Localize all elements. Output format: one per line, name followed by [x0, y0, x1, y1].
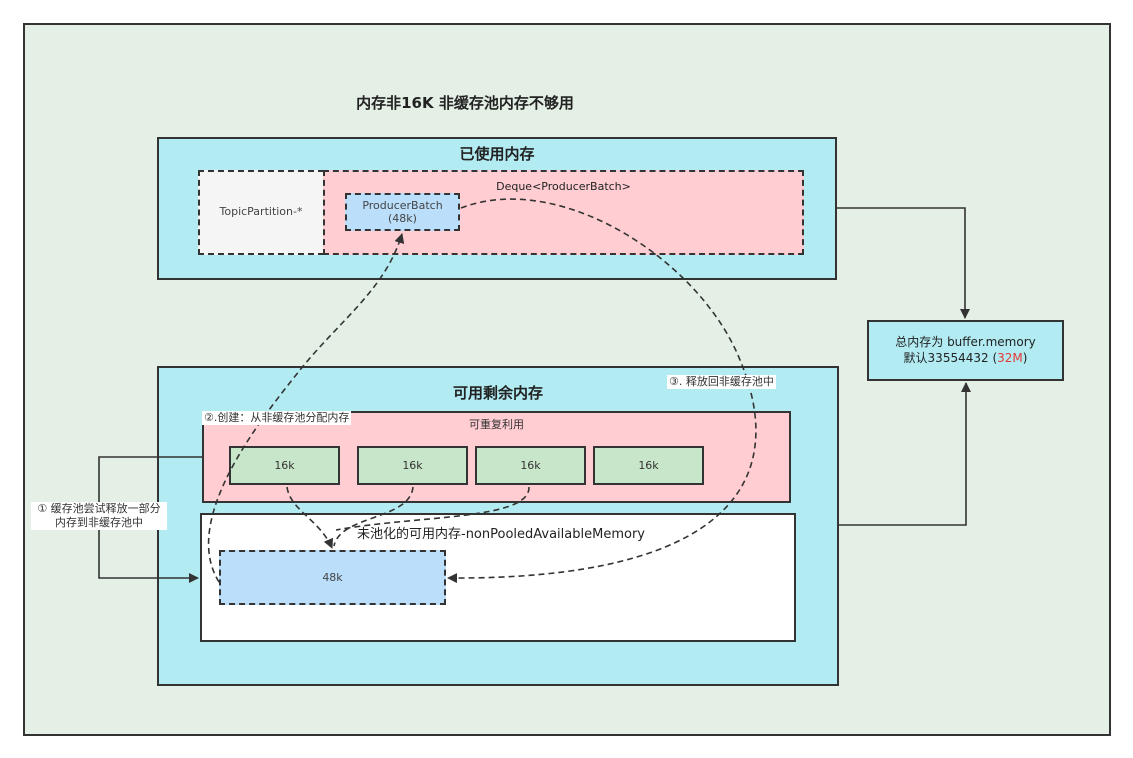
step2-allocate-arrow [207, 233, 405, 583]
topic-partition-label: TopicPartition-* [219, 205, 303, 218]
step1-line1: ① 缓存池尝试释放一部分 [37, 502, 161, 515]
total-memory-line1: 总内存为 buffer.memory [895, 335, 1036, 349]
step3-note: ③. 释放回非缓存池中 [667, 375, 776, 389]
total-memory-suffix: ) [1022, 351, 1028, 365]
available-memory-title: 可用剩余内存 [452, 384, 543, 402]
producer-batch-size: (48k) [388, 212, 417, 225]
chunk1-to-48k-arrow [286, 486, 334, 549]
pool-chunk: 16k [229, 446, 340, 485]
non-pooled-memory-label: 未池化的可用内存-nonPooledAvailableMemory [357, 527, 645, 542]
producer-batch-box: ProducerBatch (48k) [345, 193, 460, 231]
step3-release-arrow [447, 198, 757, 584]
total-memory-default: 默认33554432 ( [903, 351, 998, 365]
pool-chunk: 16k [593, 446, 704, 485]
chunk3-to-48k-arrow [335, 486, 530, 531]
used-to-total-connector [837, 207, 970, 319]
available-to-total-connector [839, 382, 971, 526]
step2-note: ②.创建：从非缓存池分配内存 [202, 411, 352, 425]
step1-note: ① 缓存池尝试释放一部分 内存到非缓存池中 [31, 502, 167, 530]
total-memory-line2: 默认33554432 (32M) [869, 350, 1062, 366]
step1-line2: 内存到非缓存池中 [55, 516, 143, 529]
chunk2-to-48k-arrow [333, 486, 414, 547]
non-pooled-48k-block: 48k [219, 550, 446, 605]
reusable-pool-label: 可重复利用 [469, 418, 524, 431]
used-memory-title: 已使用内存 [459, 145, 535, 163]
total-memory-box: 总内存为 buffer.memory 默认33554432 (32M) [867, 320, 1064, 381]
diagram-title: 内存非16K 非缓存池内存不够用 [356, 94, 574, 112]
total-memory-highlight: 32M [997, 351, 1023, 365]
producer-batch-name: ProducerBatch [362, 199, 443, 212]
pool-chunk: 16k [357, 446, 468, 485]
deque-label: Deque<ProducerBatch> [496, 180, 631, 193]
pool-chunk: 16k [475, 446, 586, 485]
topic-partition-box [198, 170, 324, 255]
